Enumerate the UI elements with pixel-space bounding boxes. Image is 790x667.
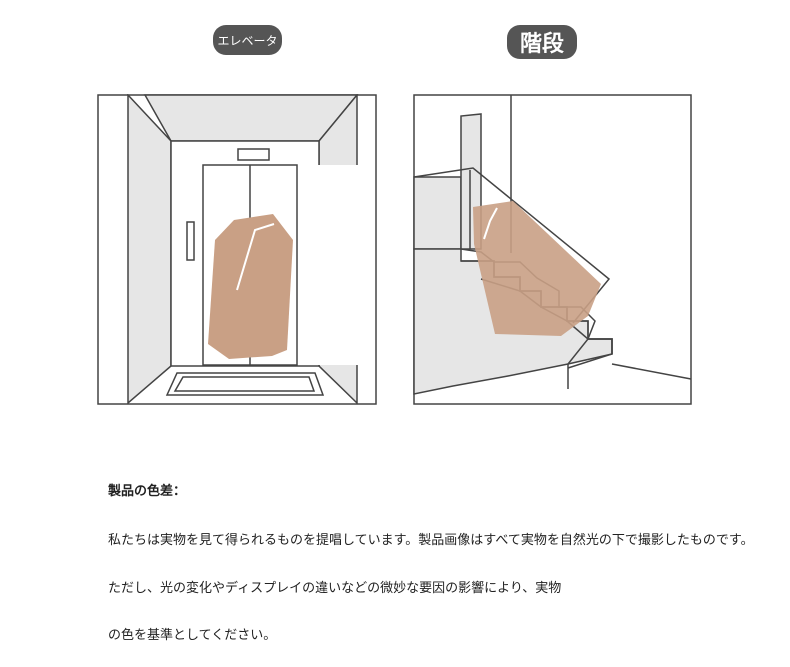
stairs-illustration xyxy=(413,94,692,405)
notice-line-2: ただし、光の変化やディスプレイの違いなどの微妙な要因の影響により、実物 xyxy=(108,581,562,596)
package-stairs xyxy=(473,201,601,336)
package-elevator xyxy=(208,214,293,359)
color-difference-heading: 製品の色差： xyxy=(108,484,187,499)
elevator-illustration xyxy=(97,94,377,405)
notice-line-3: の色を基準としてください。 xyxy=(108,628,277,643)
stairs-label: 階段 xyxy=(507,25,577,59)
elevator-label: エレベータ xyxy=(213,25,282,55)
notice-line-1: 私たちは実物を見て得られるものを提唱しています。製品画像はすべて実物を自然光の下… xyxy=(108,533,754,548)
